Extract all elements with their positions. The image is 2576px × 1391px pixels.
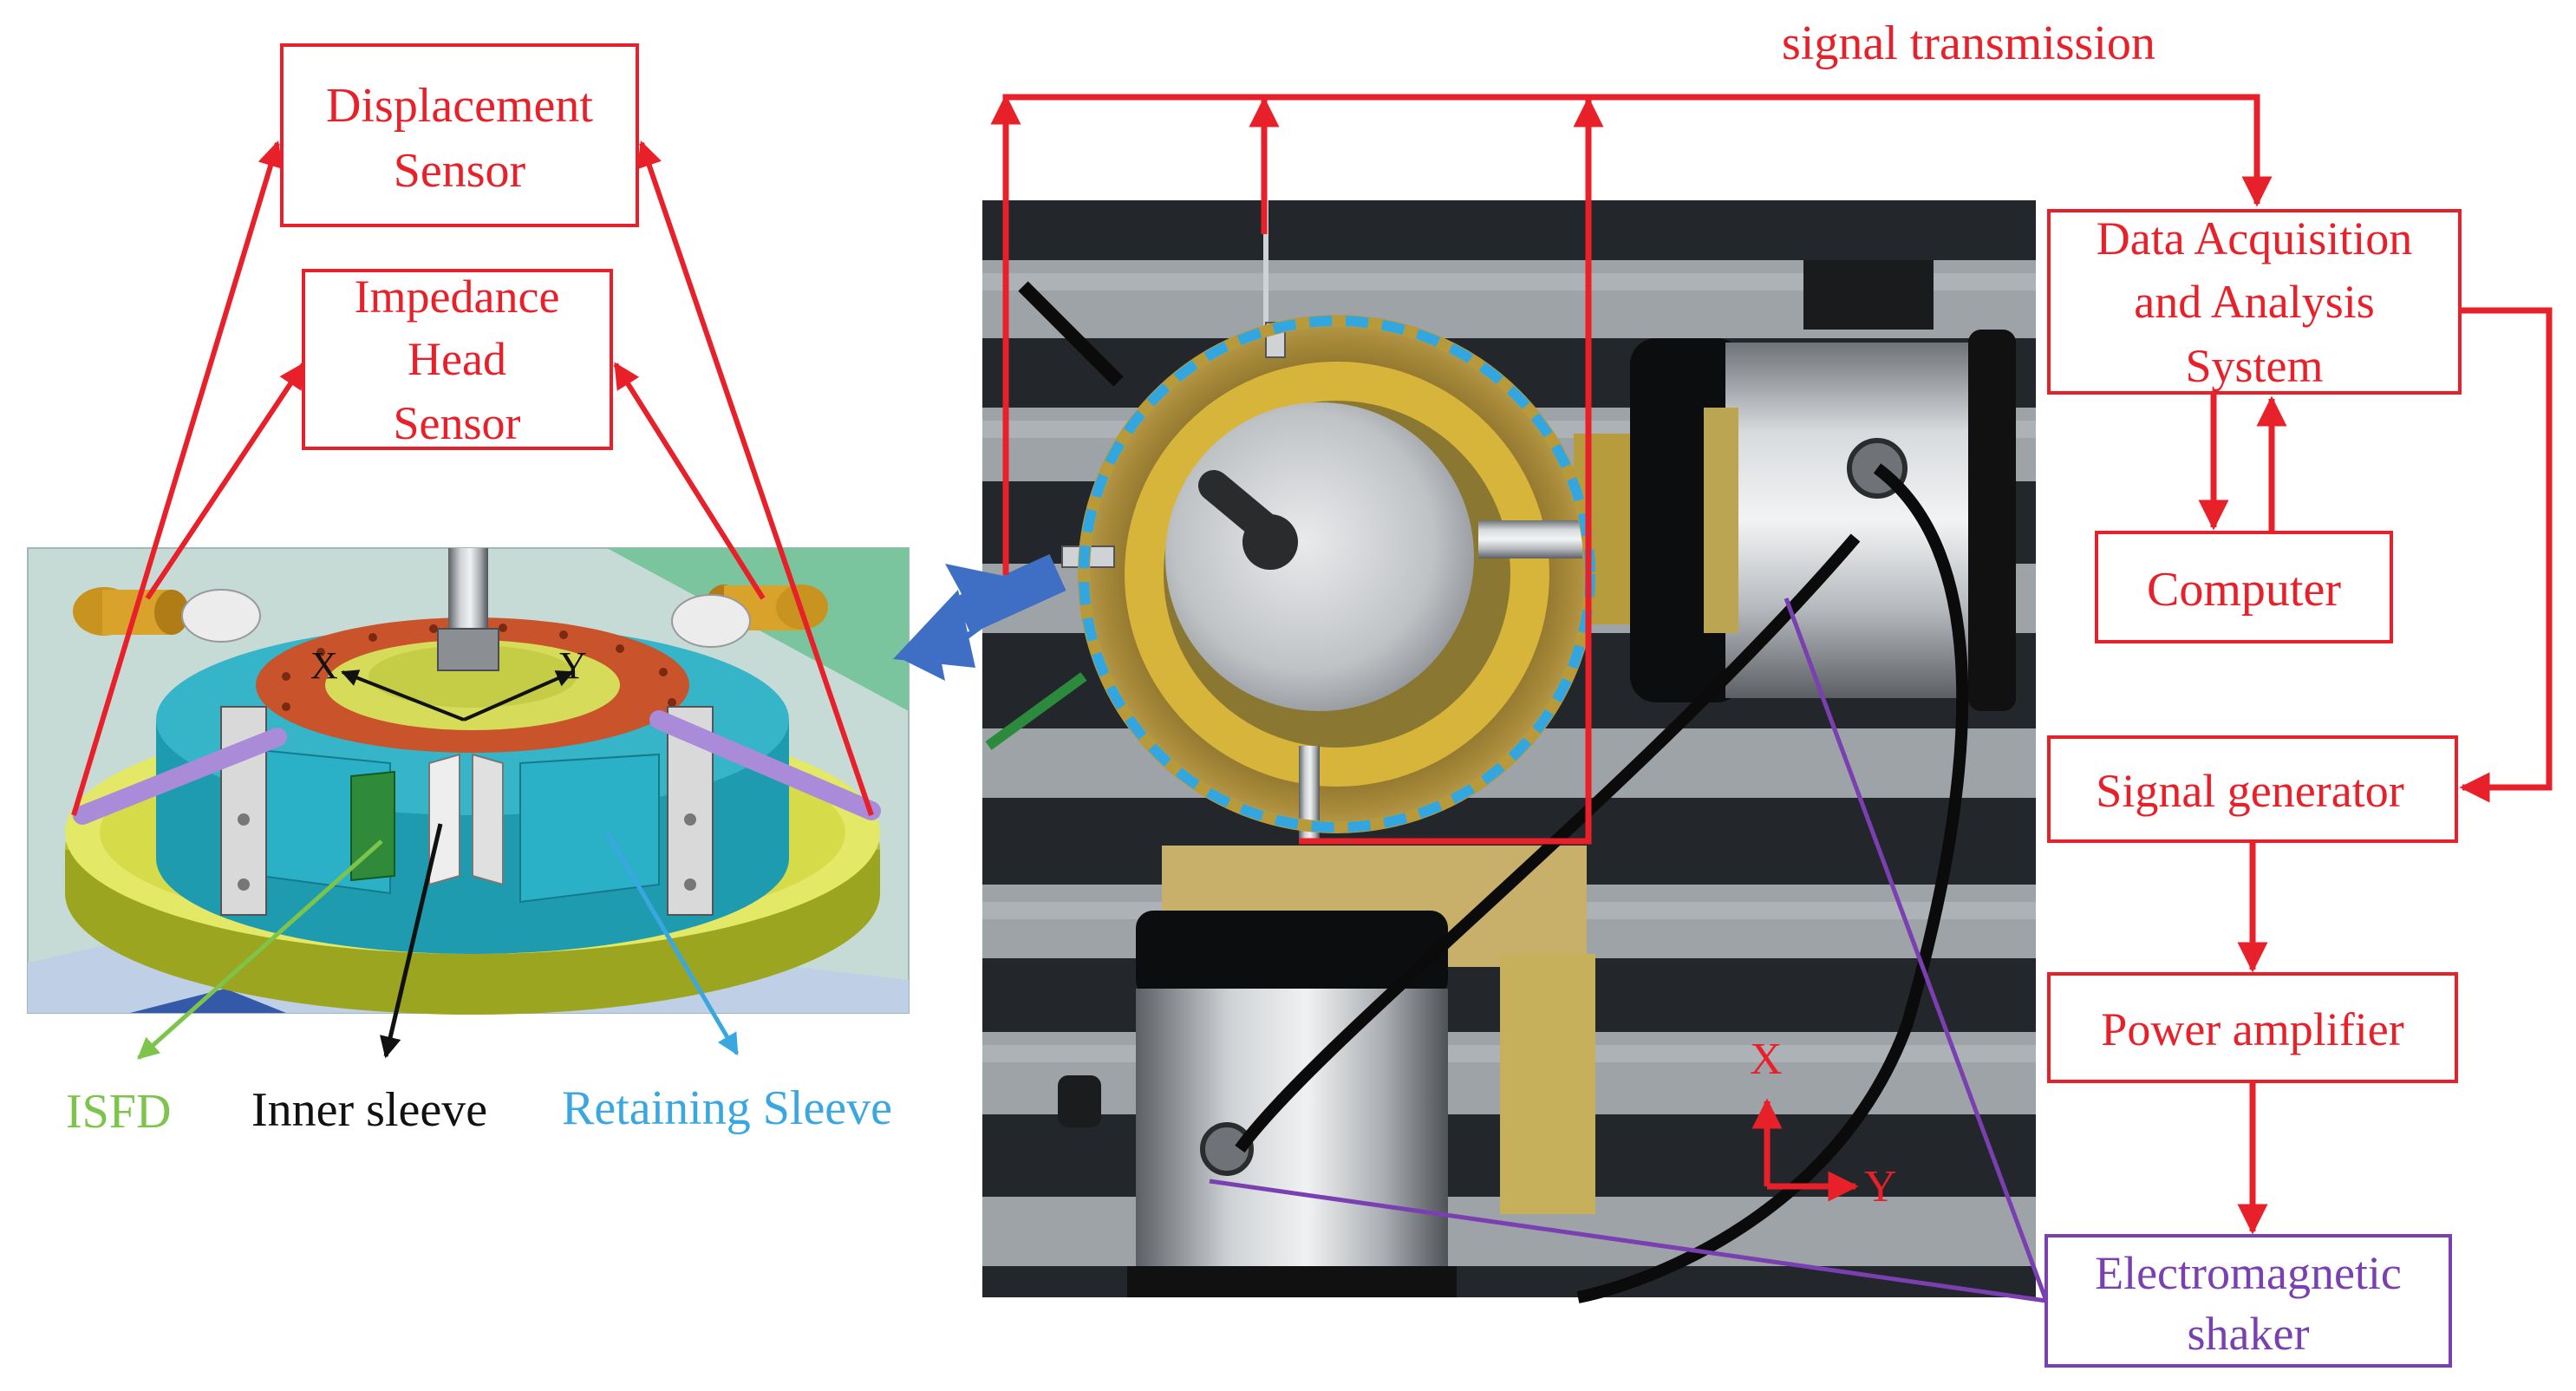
data-acq-line1: Data Acquisition [2097, 212, 2412, 264]
impedance-head-sensor-box: Impedance Head Sensor [302, 269, 613, 450]
sensor-connector-lines [71, 140, 874, 816]
signal-transmission-lines [990, 94, 2273, 845]
photo-to-cad-arrow [893, 554, 1066, 681]
data-acq-line3: System [2185, 340, 2323, 392]
cad-axis-y-label: Y [559, 644, 587, 687]
shaker-line2: shaker [2188, 1308, 2310, 1360]
data-acquisition-box: Data Acquisition and Analysis System [2047, 209, 2462, 395]
impedance-sensor-line3: Sensor [394, 397, 521, 449]
shaker-pointer-lines [1209, 598, 2049, 1303]
displacement-sensor-box: Displacement Sensor [280, 43, 639, 227]
signal-transmission-label: signal transmission [1782, 16, 2155, 70]
electromagnetic-shaker-box: Electromagnetic shaker [2044, 1234, 2452, 1368]
impedance-sensor-line2: Head [408, 333, 506, 385]
displacement-sensor-line2: Sensor [394, 144, 526, 198]
photo-axis-y-label: Y [1864, 1162, 1897, 1211]
retaining-sleeve-label: Retaining Sleeve [562, 1081, 892, 1135]
rig-photo: X Y [982, 200, 2036, 1303]
inner-sleeve-label: Inner sleeve [251, 1083, 487, 1137]
component-callouts [137, 823, 740, 1060]
signal-generator-box: Signal generator [2047, 735, 2458, 843]
computer-label: Computer [2147, 563, 2341, 617]
photo-axis-x-label: X [1750, 1035, 1783, 1084]
power-amplifier-box: Power amplifier [2047, 972, 2458, 1083]
signal-generator-label: Signal generator [2096, 765, 2403, 817]
cad-model: X Y [27, 547, 910, 1015]
computer-box: Computer [2095, 531, 2393, 643]
power-amplifier-label: Power amplifier [2101, 1003, 2403, 1055]
displacement-sensor-line1: Displacement [326, 79, 593, 133]
isfd-label: ISFD [66, 1085, 171, 1139]
data-acq-line2: and Analysis [2134, 276, 2375, 328]
shaker-line1: Electromagnetic [2095, 1247, 2402, 1299]
cad-axis-x-label: X [310, 644, 338, 687]
impedance-sensor-line1: Impedance [355, 271, 560, 323]
flow-arrows [2198, 307, 2553, 1235]
